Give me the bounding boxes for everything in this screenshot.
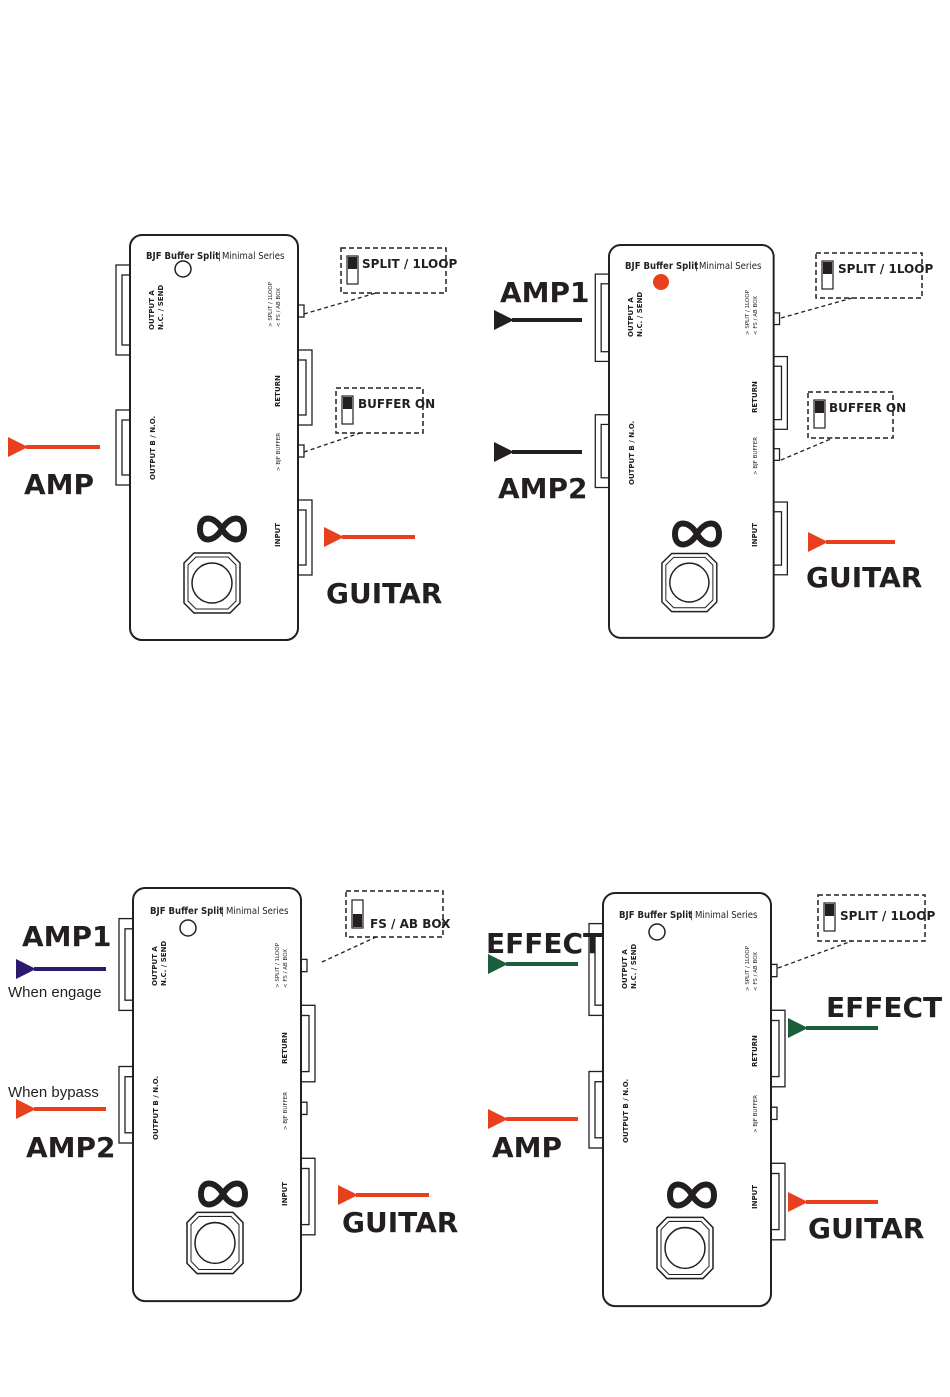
switch-callout-buffer: BUFFER ON: [303, 387, 435, 453]
svg-text:BJF Buffer Split: BJF Buffer Split: [625, 261, 698, 272]
svg-text:BJF Buffer Split: BJF Buffer Split: [150, 906, 223, 917]
switch-callout-fsab: FS / AB BOX: [321, 890, 451, 963]
switch-callout-buffer-2: BUFFER ON: [780, 391, 906, 461]
svg-text:OUTPUT A: OUTPUT A: [621, 949, 629, 989]
svg-text:|: |: [221, 906, 224, 917]
label-guitar-2: GUITAR: [806, 561, 922, 594]
svg-text:< FS / AB BOX: < FS / AB BOX: [753, 296, 759, 335]
svg-text:< FS / AB BOX: < FS / AB BOX: [276, 288, 282, 327]
svg-text:> SPLIT / 1LOOP: > SPLIT / 1LOOP: [745, 945, 751, 991]
svg-text:FS / AB BOX: FS / AB BOX: [370, 917, 451, 931]
led-off: [179, 919, 197, 937]
svg-text:N.C. / SEND: N.C. / SEND: [630, 944, 638, 989]
svg-text:INPUT: INPUT: [751, 1185, 759, 1209]
svg-text:OUTPUT A: OUTPUT A: [627, 297, 635, 337]
label-guitar: GUITAR: [326, 577, 442, 610]
svg-text:BJF Buffer Split: BJF Buffer Split: [619, 910, 692, 921]
svg-text:OUTPUT A: OUTPUT A: [151, 946, 159, 986]
svg-text:> SPLIT / 1LOOP: > SPLIT / 1LOOP: [745, 289, 751, 335]
label-output-a: OUTPUT A: [148, 290, 156, 330]
svg-text:RETURN: RETURN: [751, 1035, 759, 1067]
svg-text:OUTPUT B / N.O.: OUTPUT B / N.O.: [622, 1079, 630, 1143]
svg-text:OUTPUT B / N.O.: OUTPUT B / N.O.: [628, 421, 636, 485]
svg-text:SPLIT / 1LOOP: SPLIT / 1LOOP: [840, 909, 935, 923]
svg-text:RETURN: RETURN: [751, 381, 759, 413]
svg-text:N.C. / SEND: N.C. / SEND: [636, 292, 644, 337]
label-output-a-sub: N.C. / SEND: [157, 285, 165, 330]
label-effect-send: EFFECT: [486, 927, 602, 960]
label-guitar-4: GUITAR: [808, 1212, 924, 1245]
label-amp1-3: AMP1: [22, 920, 112, 953]
svg-text:N.C. / SEND: N.C. / SEND: [160, 941, 168, 986]
infinity-logo-icon: [666, 1181, 718, 1209]
label-effect-return: EFFECT: [826, 991, 942, 1024]
svg-text:> BJF BUFFER: > BJF BUFFER: [753, 437, 759, 475]
svg-text:Minimal Series: Minimal Series: [695, 910, 758, 921]
note-when-engage: When engage: [8, 984, 101, 1001]
svg-text:|: |: [690, 910, 693, 921]
label-amp2: AMP2: [498, 472, 588, 505]
svg-text:> BJF BUFFER: > BJF BUFFER: [753, 1095, 759, 1133]
svg-text:RETURN: RETURN: [281, 1032, 289, 1064]
svg-text:INPUT: INPUT: [281, 1182, 289, 1206]
infinity-logo-icon: [671, 520, 723, 548]
label-buffer-switch: > BJF BUFFER: [276, 433, 282, 471]
label-amp2-3: AMP2: [26, 1131, 116, 1164]
label-amp1: AMP1: [500, 276, 590, 309]
switch-callout-split: SPLIT / 1LOOP: [303, 247, 457, 315]
svg-text:< FS / AB BOX: < FS / AB BOX: [283, 949, 289, 988]
led-off: [174, 260, 192, 278]
panel-4: BJF Buffer Split | Minimal Series OUTPUT…: [587, 891, 787, 1308]
switch-callout-split-4: SPLIT / 1LOOP: [777, 894, 935, 969]
label-output-b: OUTPUT B / N.O.: [149, 416, 157, 480]
svg-text:< FS / AB BOX: < FS / AB BOX: [753, 952, 759, 991]
svg-text:Minimal Series: Minimal Series: [699, 261, 762, 272]
label-guitar-3: GUITAR: [342, 1206, 458, 1239]
svg-text:BUFFER ON: BUFFER ON: [358, 397, 435, 411]
infinity-logo-icon: [196, 515, 248, 543]
led-off: [648, 923, 666, 941]
switch-callout-split-2: SPLIT / 1LOOP: [780, 252, 933, 319]
label-input: INPUT: [274, 523, 282, 547]
led-on: [653, 274, 669, 290]
label-amp: AMP: [24, 468, 94, 501]
panel-2: BJF Buffer Split | Minimal Series OUTPUT…: [594, 244, 789, 639]
svg-text:INPUT: INPUT: [751, 523, 759, 547]
svg-text:BUFFER ON: BUFFER ON: [829, 401, 906, 415]
panel-1: BJF Buffer Split | Minimal Series OUTPUT…: [115, 234, 313, 641]
svg-text:Minimal Series: Minimal Series: [226, 906, 289, 917]
svg-text:> SPLIT / 1LOOP: > SPLIT / 1LOOP: [275, 942, 281, 988]
note-when-bypass: When bypass: [8, 1084, 99, 1101]
svg-text:> BJF BUFFER: > BJF BUFFER: [283, 1092, 289, 1130]
pedal-brand: BJF Buffer Split: [146, 251, 219, 262]
svg-text:SPLIT / 1LOOP: SPLIT / 1LOOP: [362, 257, 457, 271]
label-split-switch: > SPLIT / 1LOOP: [268, 281, 274, 327]
panel-3: BJF Buffer Split | Minimal Series OUTPUT…: [117, 886, 317, 1303]
infinity-logo-icon: [197, 1180, 249, 1208]
pedal-series: Minimal Series: [222, 251, 285, 262]
svg-text:SPLIT / 1LOOP: SPLIT / 1LOOP: [838, 262, 933, 276]
svg-text:|: |: [695, 261, 698, 272]
svg-text:|: |: [218, 251, 221, 262]
label-return: RETURN: [274, 375, 282, 407]
label-amp-4: AMP: [492, 1131, 562, 1164]
svg-text:OUTPUT B / N.O.: OUTPUT B / N.O.: [152, 1076, 160, 1140]
